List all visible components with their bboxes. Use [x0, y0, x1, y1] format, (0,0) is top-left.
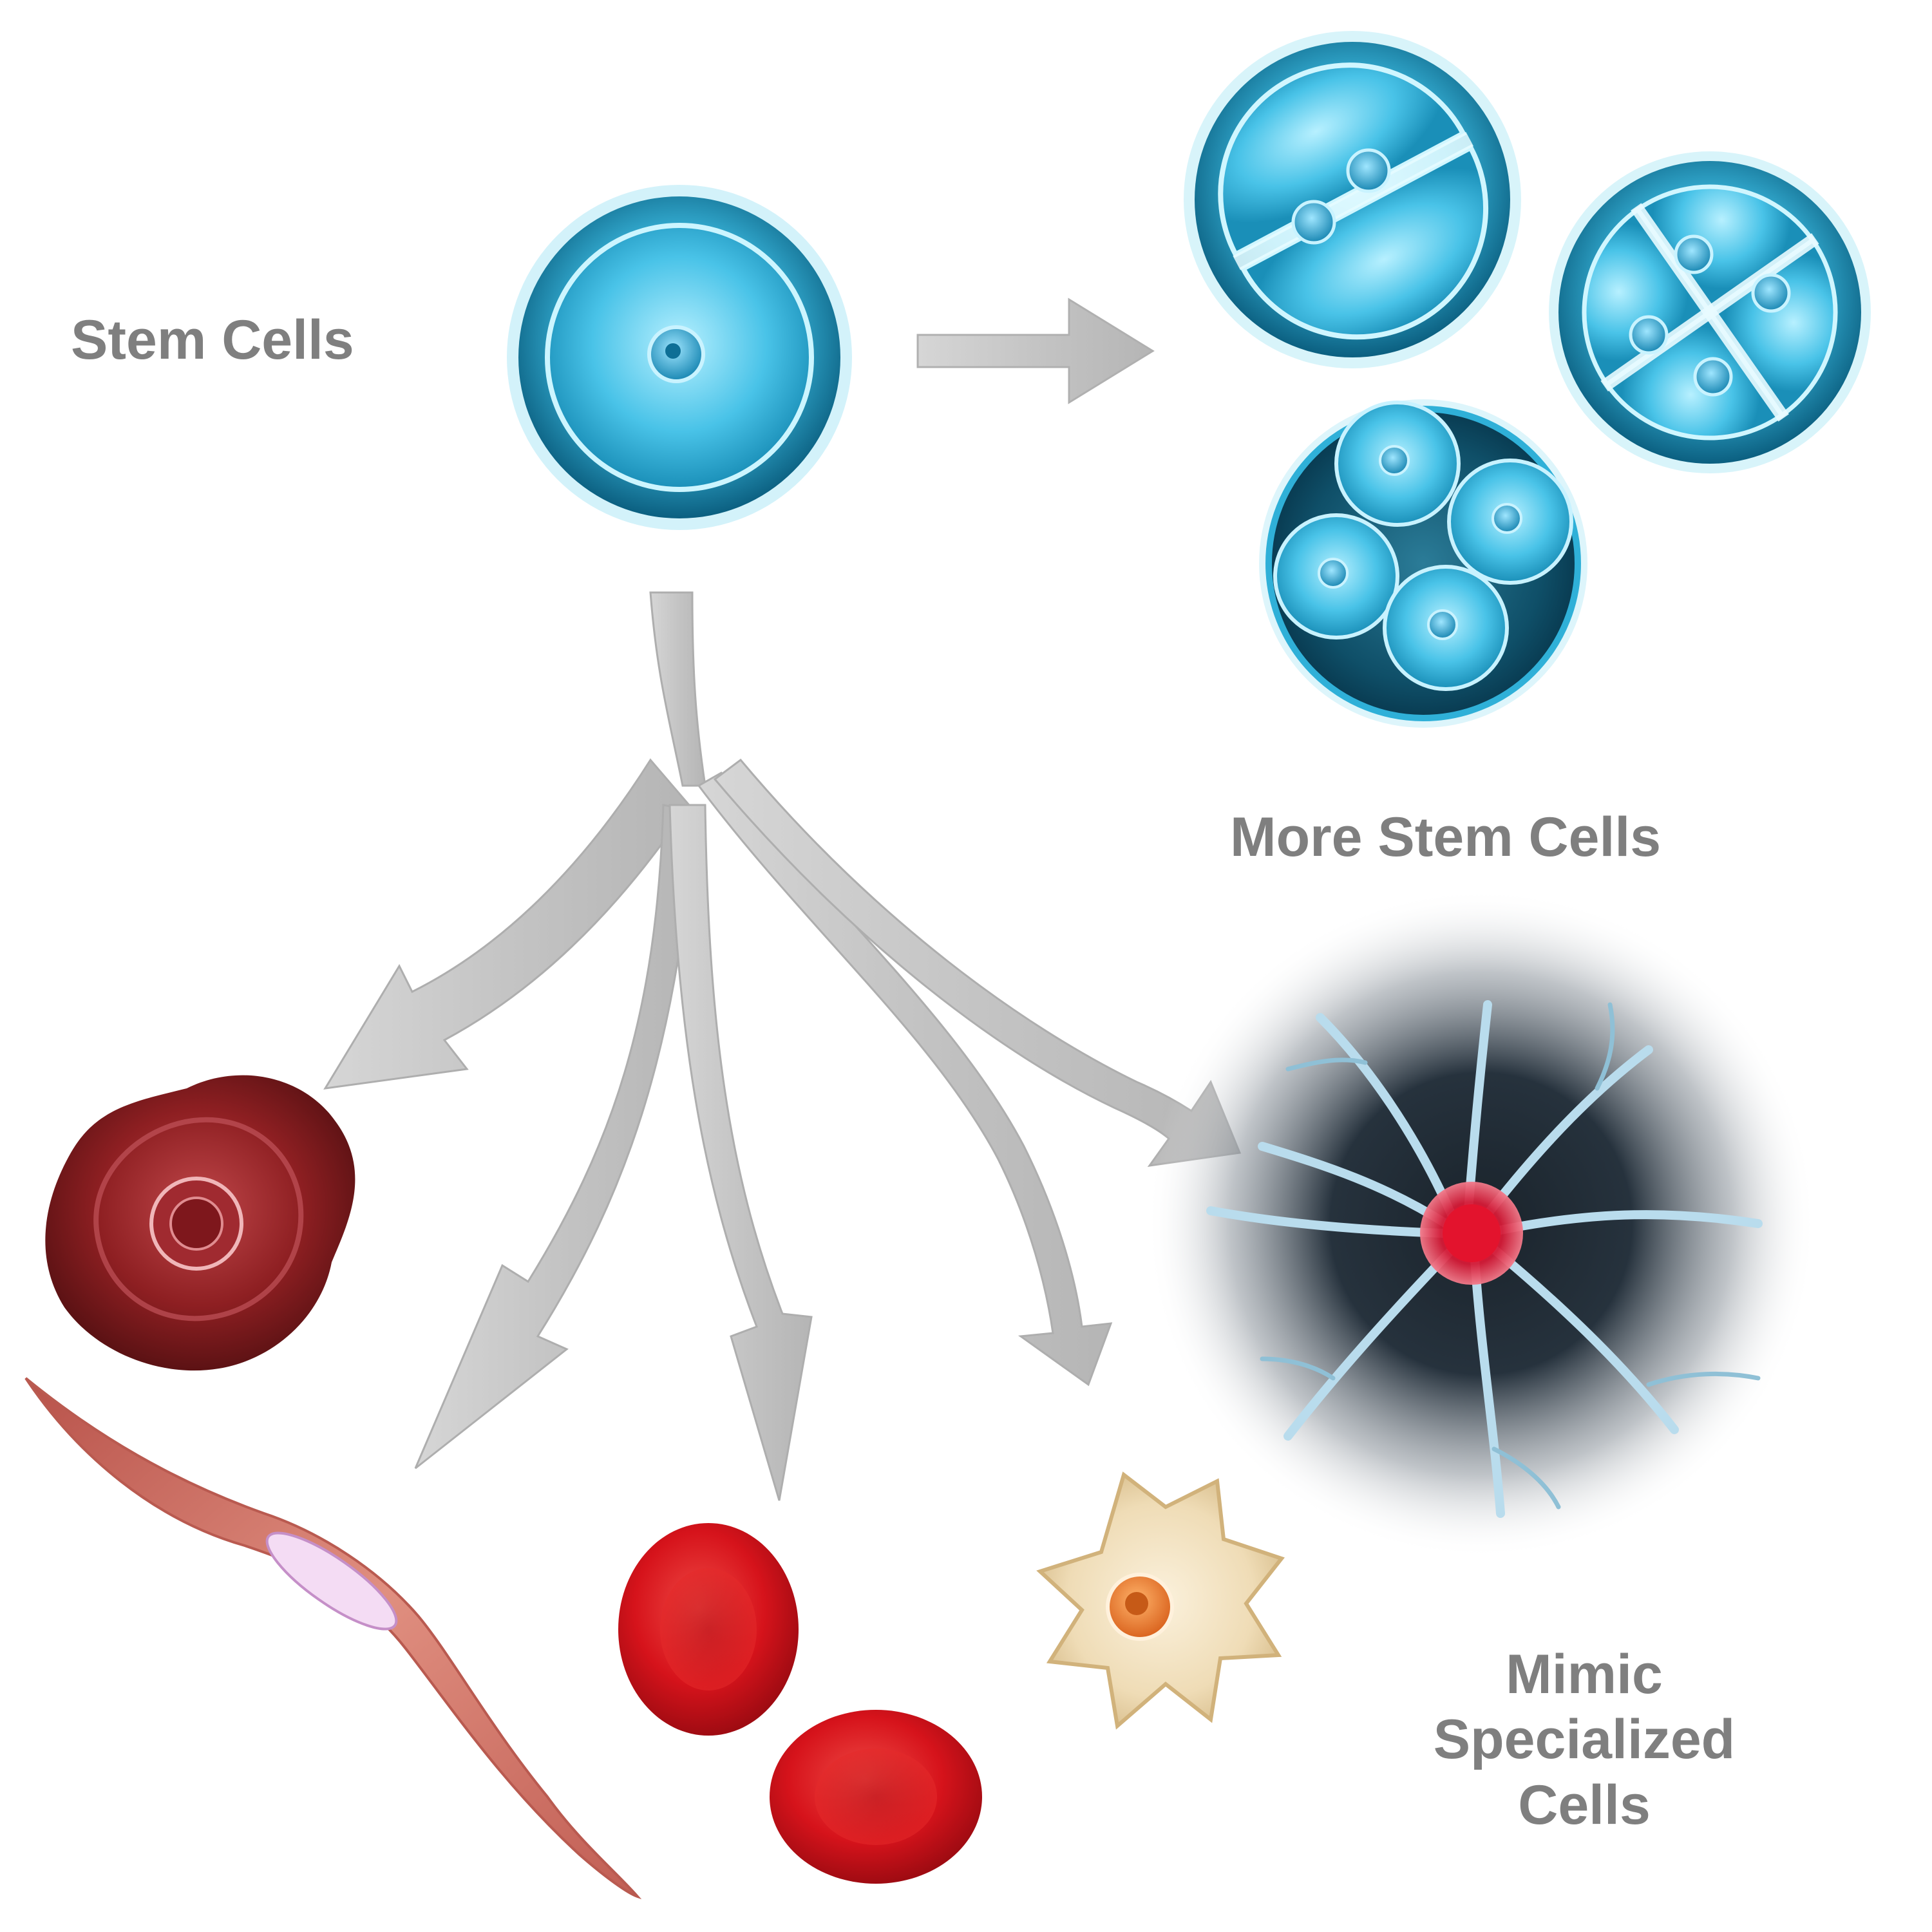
bone-cell-icon: [1036, 1471, 1285, 1730]
stem-cell-icon: [507, 185, 852, 530]
more-stem-cells-label: More Stem Cells: [1230, 806, 1662, 868]
stem-cells-label: Stem Cells: [71, 309, 354, 371]
red-blood-cells-icon: [618, 1523, 982, 1884]
dark-red-cell-icon: [45, 1075, 355, 1371]
multi-cell-stage-icon: [1259, 399, 1587, 728]
differentiation-arrows: [323, 591, 1242, 1501]
two-cell-stage-icon: [1184, 31, 1521, 368]
neuron-cell-icon: [1146, 889, 1816, 1558]
muscle-cell-icon: [24, 1377, 642, 1900]
mimic-specialized-cells-label: Mimic Specialized Cells: [1433, 1643, 1736, 1836]
divide-arrow: [916, 298, 1155, 404]
four-cell-stage-icon: [1549, 151, 1871, 473]
